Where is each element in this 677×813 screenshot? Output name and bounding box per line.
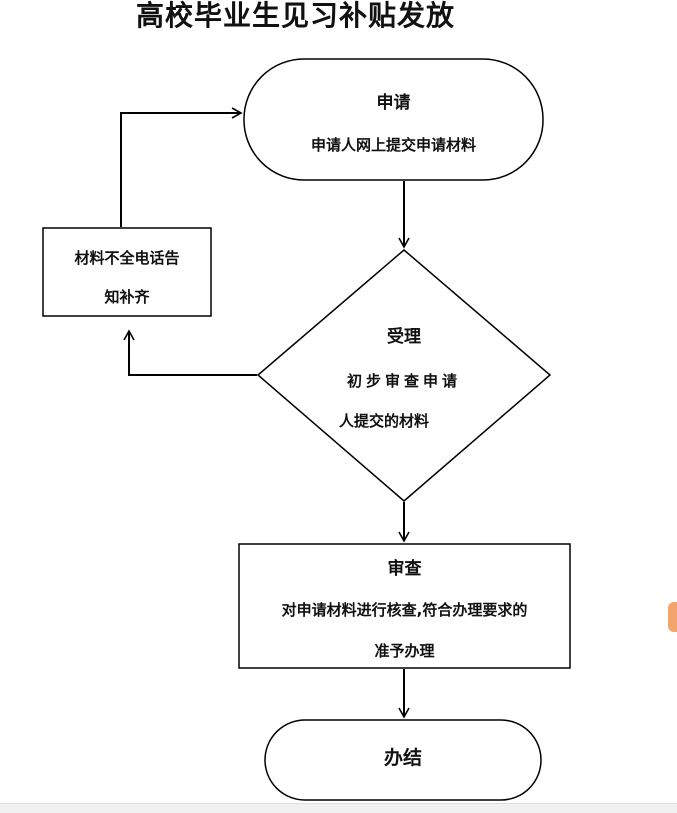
accept-line-2: 人提交的材料: [338, 412, 429, 430]
arrow-notify-to-apply: [120, 107, 243, 227]
accept-line-1: 初步审查申请: [346, 372, 461, 390]
notify-box-shape: [42, 227, 212, 317]
bottom-edge-strip: [0, 803, 677, 813]
page-title: 高校毕业生见习补贴发放: [136, 0, 456, 32]
review-heading: 审查: [387, 559, 422, 579]
arrow-accept-to-notify: [123, 329, 257, 376]
notify-line-2: 知补齐: [104, 288, 150, 306]
review-box-shape: [238, 543, 571, 669]
complete-terminator-shape: [264, 719, 542, 801]
accept-heading: 受理: [387, 327, 421, 347]
apply-body: 申请人网上提交申请材料: [310, 136, 476, 154]
side-edge-mark: [668, 602, 677, 632]
complete-heading: 办结: [383, 747, 422, 769]
review-line-2: 准予办理: [374, 642, 435, 660]
apply-heading: 申请: [376, 93, 411, 113]
notify-line-1: 材料不全电话告: [74, 249, 180, 267]
accept-diamond-shape: [256, 249, 552, 502]
review-line-1: 对申请材料进行核查,符合办理要求的: [281, 601, 528, 619]
apply-terminator-shape: [243, 58, 544, 181]
